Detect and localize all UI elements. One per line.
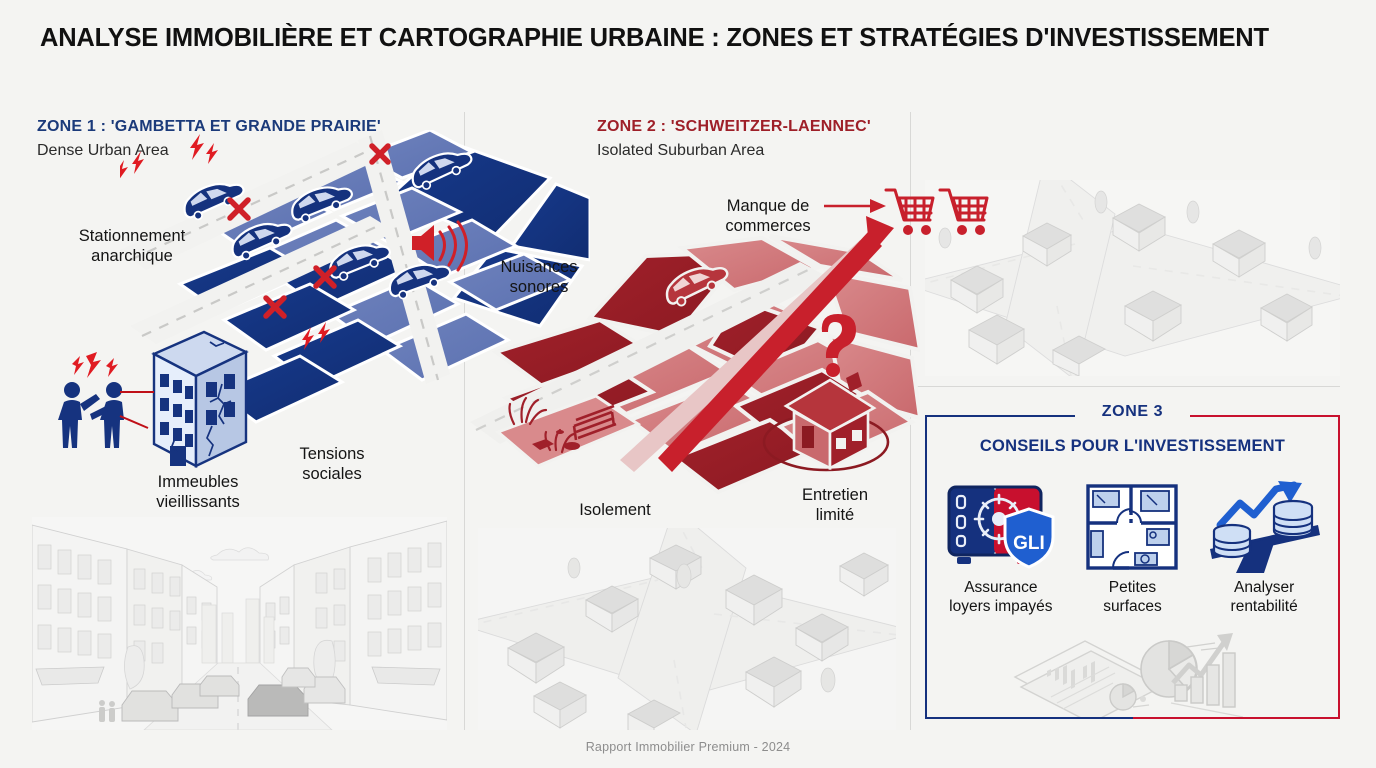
svg-text:GLI: GLI [1013,533,1045,554]
red-cross-icon [227,143,391,319]
question-mark-icon [821,314,856,377]
gli-shield-badge: GLI [1003,507,1055,569]
zone3-title: CONSEILS POUR L'INVESTISSEMENT [979,437,1286,455]
zone3-border-bottom-right [1132,717,1340,719]
balance-scale-growth-icon [1200,481,1328,573]
zone3-card-small-surfaces[interactable]: Petites surfaces [1068,481,1196,617]
zone3-card-profitability-caption: Analyser rentabilité [1230,579,1298,615]
suburb-right-illustration [925,180,1340,376]
zone3-cards: GLI Assurance loyers impayés [935,481,1330,631]
zone3-card-profitability[interactable]: Analyser rentabilité [1200,481,1328,617]
zone3-rule-right [1190,415,1340,417]
zone1-label-buildings: Immeubles vieillissants [156,473,240,512]
arguing-people-icon [58,352,172,450]
zone2-label-isolation: Isolement [579,501,651,519]
zone1-isometric-map [116,128,592,460]
zone2-label-shops: Manque de commerces [725,197,811,236]
zone3-rule-left [925,415,1075,417]
zone3-panel: ZONE 3 CONSEILS POUR L'INVESTISSEMENT [925,397,1340,724]
zone3-border-right [1338,415,1340,719]
zone1-heading-block: ZONE 1 : 'GAMBETTA ET GRANDE PRAIRIE' De… [37,118,381,160]
shops-arrow-icon [824,196,888,216]
zone3-border-left [925,415,927,719]
zone1-title: ZONE 1 : 'GAMBETTA ET GRANDE PRAIRIE' [37,118,381,135]
zone2-label-upkeep: Entretien limité [801,486,869,525]
zone3-card-insurance[interactable]: GLI Assurance loyers impayés [937,481,1065,617]
zone1-label-tensions: Tensions sociales [299,445,365,484]
overgrown-lot-icon [495,394,642,468]
zone1-label-parking: Stationnement anarchique [78,227,186,266]
page-title: ANALYSE IMMOBILIÈRE ET CARTOGRAPHIE URBA… [40,24,1269,52]
speaker-noise-icon [412,220,468,272]
shopping-cart-icon [884,186,994,240]
divider-zone3-top [910,386,1340,387]
house-icon [762,372,890,472]
zone1-subtitle: Dense Urban Area [37,142,169,159]
safe-vault-icon: GLI [937,481,1065,573]
zone1-label-noise: Nuisances sonores [500,258,578,297]
car-icon [665,266,729,307]
city-street-illustration [32,517,447,730]
divider-zone1-zone2 [464,112,465,730]
cracked-building-icon [148,330,252,470]
lightning-bolt-icon [116,134,330,350]
floor-plan-icon [1068,481,1196,573]
footer-caption: Rapport Immobilier Premium - 2024 [585,740,791,754]
zone2-subtitle: Isolated Suburban Area [597,142,765,159]
zone2-isometric-map [470,210,923,530]
red-arrow-icon [620,216,894,472]
zone3-tag: ZONE 3 [1101,403,1164,420]
zone2-heading-block: ZONE 2 : 'SCHWEITZER-LAENNEC' Isolated S… [597,118,871,160]
suburb-center-illustration [478,528,896,730]
charts-documents-icon [1013,625,1263,724]
zone2-title: ZONE 2 : 'SCHWEITZER-LAENNEC' [597,118,871,135]
zone3-card-insurance-caption: Assurance loyers impayés [949,579,1053,615]
zone3-card-small-surfaces-caption: Petites surfaces [1103,579,1162,615]
